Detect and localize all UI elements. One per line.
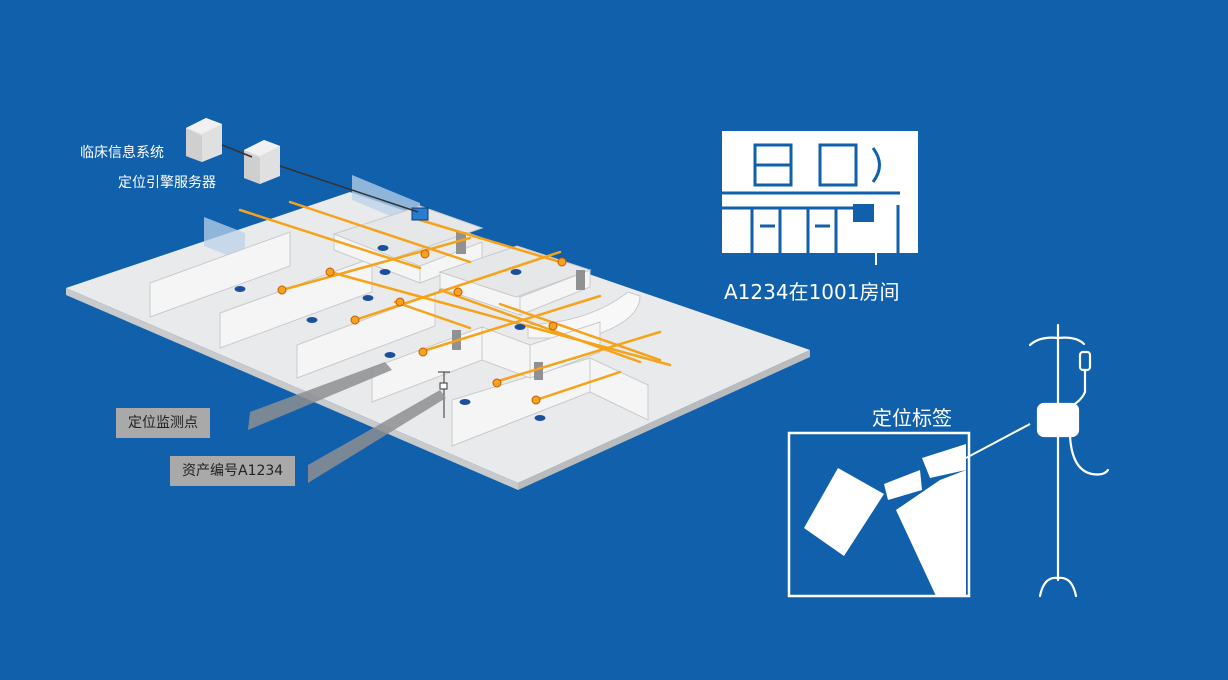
- floor-plan-3d: [66, 175, 810, 490]
- sensor-nodes: [277, 249, 567, 405]
- small-iv-pole-icon: [438, 371, 450, 418]
- asset-id-callout: 资产编号A1234: [170, 456, 296, 486]
- locator-tag-label: 定位标签: [872, 406, 952, 430]
- server-icon: [244, 140, 280, 184]
- server-icon: [186, 118, 222, 162]
- clinical-system-label: 临床信息系统: [80, 145, 164, 161]
- iv-pole-icon: [1028, 323, 1110, 598]
- monitor-point-callout: 定位监测点: [116, 408, 210, 438]
- floor-plan-icon: [722, 131, 918, 265]
- location-server-label: 定位引擎服务器: [118, 175, 216, 191]
- reader-device: [411, 207, 429, 221]
- asset-room-label: A1234在1001房间: [724, 280, 900, 304]
- monitoring-dots: [234, 245, 546, 421]
- rfid-tag-icon: [787, 423, 1031, 598]
- highlight-room-1001: [853, 204, 874, 222]
